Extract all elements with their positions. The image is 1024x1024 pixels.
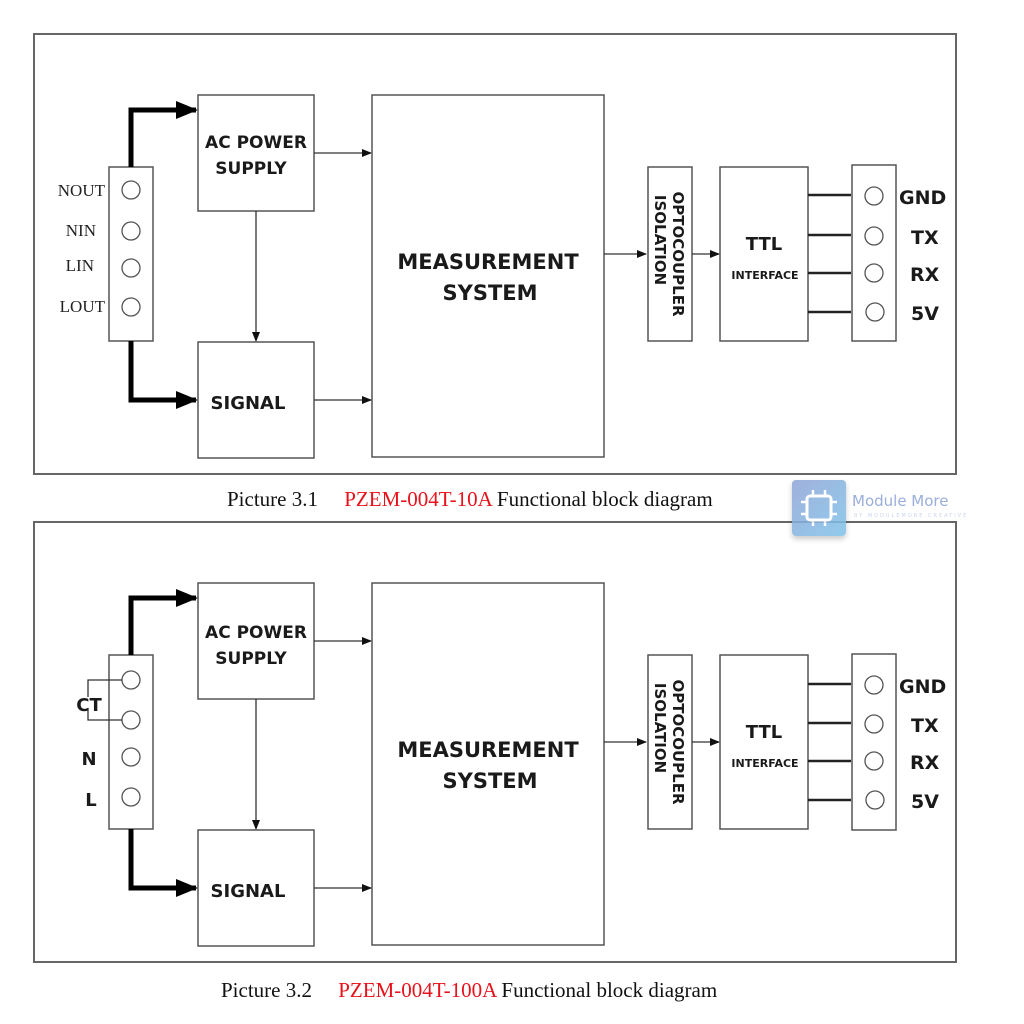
caption-2-suffix: Functional block diagram (501, 978, 718, 1002)
ac-power-supply-block (197, 94, 315, 212)
signal-feed-arrow (128, 341, 198, 409)
optocoupler-label-2: ISOLATION (651, 683, 669, 773)
watermark-subtext: BY MODULEMORE CREATIVE (854, 513, 969, 519)
terminal-label-l: L (85, 790, 96, 811)
ct-lead-wire (87, 679, 122, 697)
terminal-screw-icon (865, 790, 885, 810)
signal-label: SIGNAL (211, 393, 286, 414)
block-diagram-2: CT N L AC POWER SUPPLY SIGNAL MEASUREMEN… (33, 521, 957, 963)
output-label-tx: TX (911, 227, 939, 249)
terminal-screw-icon (864, 226, 884, 246)
optocoupler-isolation-block (647, 166, 693, 342)
ac-power-supply-label-1: AC POWER (205, 133, 307, 153)
terminal-label-nin: NIN (66, 221, 96, 240)
measurement-system-block (371, 94, 605, 458)
terminal-screw-icon (864, 751, 884, 771)
caption-2-prefix: Picture 3.2 (221, 978, 312, 1002)
terminal-screw-icon (864, 186, 884, 206)
ac-power-supply-label-1: AC POWER (205, 623, 307, 643)
interface-label: INTERFACE (731, 269, 798, 282)
signal-block (197, 341, 315, 459)
terminal-label-nout: NOUT (58, 181, 106, 200)
ttl-label: TTL (746, 234, 782, 255)
ct-lead-wire (87, 708, 122, 721)
terminal-screw-icon (865, 302, 885, 322)
terminal-label-lin: LIN (66, 256, 94, 275)
measurement-label-1: MEASUREMENT (397, 250, 579, 274)
caption-1-suffix: Functional block diagram (496, 487, 713, 511)
optocoupler-label-1: OPTOCOUPLER (669, 191, 687, 316)
output-label-gnd: GND (899, 187, 946, 209)
output-label-tx: TX (911, 715, 939, 737)
interface-label: INTERFACE (731, 757, 798, 770)
ttl-interface-block (719, 654, 809, 830)
ttl-label: TTL (746, 722, 782, 743)
terminal-screw-icon (864, 714, 884, 734)
terminal-screw-icon (121, 787, 141, 807)
caption-2-model: PZEM-004T-100A (338, 978, 497, 1002)
output-label-rx: RX (910, 752, 940, 774)
terminal-screw-icon (121, 670, 141, 690)
terminal-screw-icon (121, 180, 141, 200)
signal-block (197, 829, 315, 947)
measurement-label-1: MEASUREMENT (397, 738, 579, 762)
power-feed-arrow (128, 589, 198, 655)
optocoupler-label-2: ISOLATION (651, 195, 669, 285)
power-feed-arrow (128, 101, 198, 167)
watermark-logo (792, 480, 846, 536)
measurement-label-2: SYSTEM (442, 769, 537, 793)
optocoupler-label-1: OPTOCOUPLER (669, 679, 687, 804)
caption-1: Picture 3.1 PZEM-004T-10A Functional blo… (227, 487, 713, 512)
terminal-screw-icon (121, 710, 141, 730)
terminal-screw-icon (121, 297, 141, 317)
terminal-label-lout: LOUT (60, 297, 106, 316)
caption-1-prefix: Picture 3.1 (227, 487, 318, 511)
terminal-screw-icon (121, 258, 141, 278)
ac-power-supply-label-2: SUPPLY (215, 159, 287, 179)
output-label-gnd: GND (899, 676, 946, 698)
terminal-screw-icon (864, 675, 884, 695)
caption-2: Picture 3.2 PZEM-004T-100A Functional bl… (221, 978, 717, 1003)
watermark-text: Module More (852, 492, 949, 510)
terminal-screw-icon (864, 263, 884, 283)
caption-1-model: PZEM-004T-10A (344, 487, 492, 511)
signal-label: SIGNAL (211, 881, 286, 902)
ac-power-supply-label-2: SUPPLY (215, 649, 287, 669)
output-label-5v: 5V (911, 303, 939, 325)
measurement-label-2: SYSTEM (442, 281, 537, 305)
terminal-label-ct: CT (76, 695, 102, 716)
output-label-5v: 5V (911, 791, 939, 813)
ttl-interface-block (719, 166, 809, 342)
output-label-rx: RX (910, 264, 940, 286)
terminal-screw-icon (121, 221, 141, 241)
terminal-label-n: N (81, 749, 96, 770)
measurement-system-block (371, 582, 605, 946)
terminal-screw-icon (121, 747, 141, 767)
chip-icon (801, 490, 837, 526)
optocoupler-isolation-block (647, 654, 693, 830)
ac-power-supply-block (197, 582, 315, 700)
block-diagram-1: NOUT NIN LIN LOUT AC POWER SUPPLY SIGNAL… (33, 33, 957, 475)
signal-feed-arrow (128, 829, 198, 897)
